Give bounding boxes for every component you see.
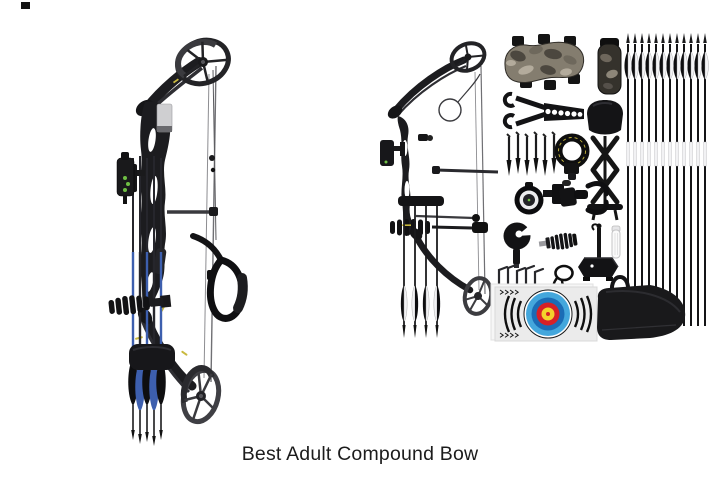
arrow-puller [503, 222, 533, 268]
kit-stabilizer [538, 232, 578, 250]
stabilizer [108, 294, 172, 315]
top-cam [175, 37, 231, 87]
bow-sight-mounted [380, 140, 405, 166]
quiver-clamp [129, 344, 175, 370]
camo-arm-guard [504, 34, 585, 90]
target-chevrons [499, 289, 520, 338]
cable-roller [209, 155, 215, 161]
right-product-image [378, 30, 720, 360]
arrow-wraps [626, 141, 707, 167]
riser [397, 116, 416, 236]
arrow-fletching [128, 360, 166, 410]
arrow-rest-mounted [418, 134, 428, 141]
cable-slide-rod [167, 207, 218, 216]
kit-bow-quiver-arrows [398, 196, 444, 338]
string-stop [415, 214, 475, 220]
paper-targets [490, 283, 598, 342]
arrow-shafts [627, 44, 706, 326]
bowstring-and-cables [203, 65, 217, 383]
caption-text: Best Adult Compound Bow [241, 443, 479, 465]
wrist-release-aid [554, 133, 590, 180]
wrist-sling [190, 233, 248, 322]
target-arc-marks [503, 295, 593, 333]
cable-rod [435, 168, 499, 174]
fiber-optic-pin [123, 188, 127, 192]
string-loop [438, 98, 462, 122]
arrow-set-of-12 [624, 33, 709, 326]
arrow-points [131, 404, 163, 446]
soft-bow-case [597, 275, 686, 340]
arrow-fletching [624, 51, 709, 80]
camo-quiver [597, 38, 622, 95]
arrow-points-set [506, 131, 557, 176]
left-product-image [95, 8, 260, 448]
lower-limb [410, 228, 474, 294]
allen-wrenches [497, 263, 545, 290]
upper-limb [392, 56, 468, 114]
bullseye [523, 289, 573, 339]
arrow-tips [626, 33, 707, 43]
kit-compound-bow [380, 41, 499, 338]
top-cam [449, 41, 487, 73]
front-arrow-shafts [690, 290, 706, 326]
wax-tube [611, 225, 621, 259]
bow-stand [578, 223, 619, 281]
bottom-cam [462, 276, 494, 316]
multi-hole-bow-wrench [502, 91, 584, 130]
compound-bow-kit-illustration [380, 33, 709, 342]
fiber-optic-pin [123, 176, 127, 180]
fiber-optic-pin [126, 182, 130, 186]
peep-sight [210, 167, 216, 173]
bow-sight [116, 152, 145, 204]
bottom-cam [180, 365, 222, 425]
arrow-rest [559, 180, 609, 215]
corner-mark [21, 2, 30, 9]
compound-bow-illustration [108, 37, 248, 446]
scope-sight [514, 182, 572, 215]
limb-decal-stripe [157, 126, 172, 132]
